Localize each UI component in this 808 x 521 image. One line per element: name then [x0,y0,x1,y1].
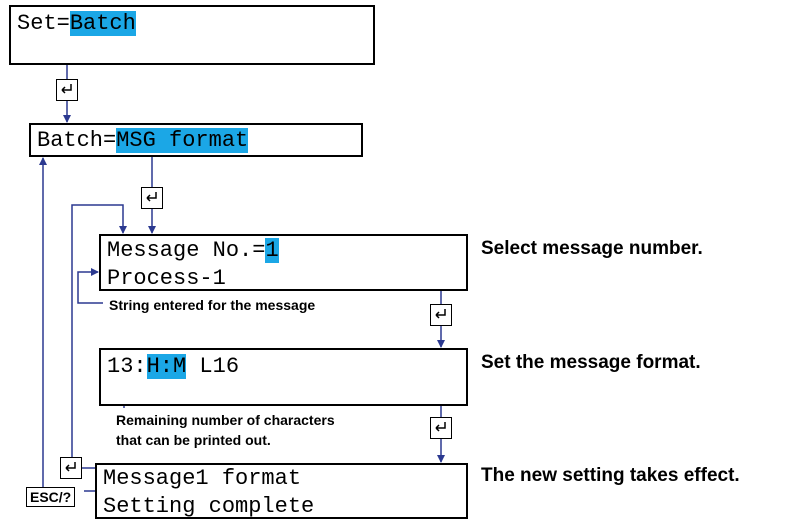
format-suffix: L16 [186,354,240,379]
esc-key[interactable]: ESC/? [26,487,76,507]
enter-key-icon [435,309,446,319]
set-prefix: Set= [17,11,70,36]
message-prefix: Message No.= [107,238,266,263]
format-value: H:M [146,354,187,379]
lcd-set-screen: Set=Batch [9,5,375,65]
batch-prefix: Batch= [37,128,117,153]
arrow-string-entered [77,268,103,304]
lcd-batch-screen: Batch=MSG format [29,123,363,157]
lcd-format-screen: 13:H:M L16 [99,348,468,406]
description-select-message: Select message number. [481,238,703,259]
batch-value: MSG format [116,128,249,153]
enter-key-3[interactable] [430,304,452,326]
complete-line2: Setting complete [103,494,315,519]
message-number: 1 [265,238,279,263]
format-prefix: 13: [107,354,147,379]
description-takes-effect: The new setting takes effect. [481,465,740,486]
annotation-remaining-line2: that can be printed out. [116,432,271,448]
arrow-loop-to-message [71,204,127,460]
message-line2: Process-1 [107,266,226,291]
enter-key-icon [65,462,76,472]
enter-key-icon [146,192,157,202]
enter-key-icon [435,422,446,432]
annotation-remaining-line1: Remaining number of characters [116,412,335,428]
enter-key-5[interactable] [60,457,82,479]
set-value: Batch [69,11,136,36]
enter-key-2[interactable] [141,187,163,209]
message-line1: Message No.=1 [107,237,460,265]
enter-key-1[interactable] [56,79,78,101]
annotation-string-entered: String entered for the message [109,297,316,313]
description-set-format: Set the message format. [481,352,701,373]
complete-line1: Message1 format [103,466,302,491]
enter-key-icon [61,84,72,94]
enter-key-4[interactable] [430,417,452,439]
